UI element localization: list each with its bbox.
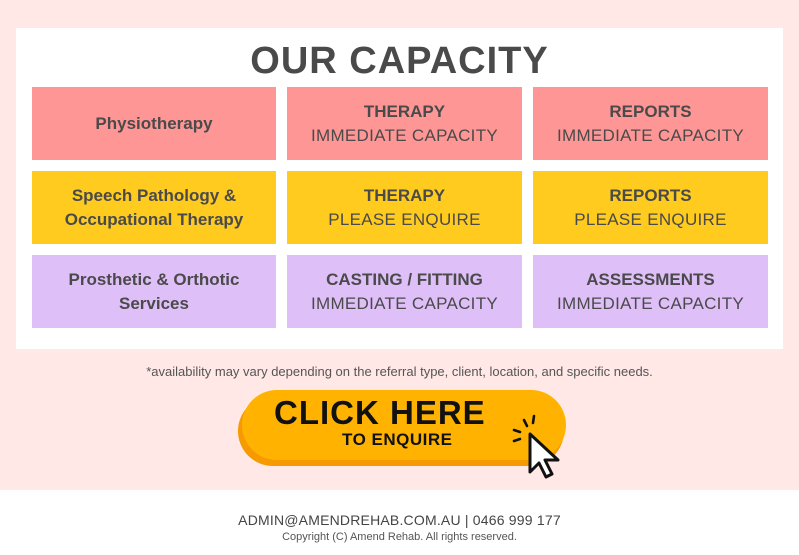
capacity-table: Physiotherapy THERAPY IMMEDIATE CAPACITY… bbox=[32, 87, 768, 328]
service-cell-speech-ot: Speech Pathology & Occupational Therapy bbox=[32, 171, 276, 244]
capacity-cell: ASSESSMENTS IMMEDIATE CAPACITY bbox=[533, 255, 768, 328]
service-name: Speech Pathology & Occupational Therapy bbox=[64, 185, 244, 229]
capacity-cell: REPORTS IMMEDIATE CAPACITY bbox=[533, 87, 768, 160]
footer-contact[interactable]: ADMIN@AMENDREHAB.COM.AU | 0466 999 177 bbox=[238, 512, 561, 528]
capacity-status: PLEASE ENQUIRE bbox=[574, 209, 727, 229]
capacity-status: IMMEDIATE CAPACITY bbox=[310, 293, 499, 313]
capacity-heading: THERAPY bbox=[363, 185, 446, 205]
capacity-status: IMMEDIATE CAPACITY bbox=[310, 125, 499, 145]
cursor-click-icon bbox=[512, 414, 560, 479]
button-pill[interactable] bbox=[242, 390, 566, 460]
service-name: Prosthetic & Orthotic Services bbox=[68, 269, 240, 313]
button-label-main[interactable]: CLICK HERE bbox=[274, 394, 486, 431]
page-title: OUR CAPACITY bbox=[250, 40, 549, 82]
service-name: Physiotherapy bbox=[95, 113, 213, 133]
capacity-heading: CASTING / FITTING bbox=[326, 269, 483, 289]
capacity-heading: REPORTS bbox=[609, 101, 692, 121]
capacity-status: IMMEDIATE CAPACITY bbox=[556, 293, 745, 313]
service-cell-prosthetic-orthotic: Prosthetic & Orthotic Services bbox=[32, 255, 276, 328]
capacity-cell: CASTING / FITTING IMMEDIATE CAPACITY bbox=[287, 255, 522, 328]
availability-note: *availability may vary depending on the … bbox=[146, 364, 653, 379]
capacity-cell: REPORTS PLEASE ENQUIRE bbox=[533, 171, 768, 244]
capacity-heading: REPORTS bbox=[609, 185, 692, 205]
capacity-cell: THERAPY PLEASE ENQUIRE bbox=[287, 171, 522, 244]
footer: ADMIN@AMENDREHAB.COM.AU | 0466 999 177 C… bbox=[0, 490, 799, 555]
button-label-sub[interactable]: TO ENQUIRE bbox=[342, 430, 453, 449]
capacity-cell: THERAPY IMMEDIATE CAPACITY bbox=[287, 87, 522, 160]
capacity-heading: THERAPY bbox=[363, 101, 446, 121]
capacity-status: IMMEDIATE CAPACITY bbox=[556, 125, 745, 145]
capacity-card: OUR CAPACITY Physiotherapy THERAPY IMMED… bbox=[16, 28, 783, 349]
capacity-status: PLEASE ENQUIRE bbox=[328, 209, 481, 229]
service-cell-physiotherapy: Physiotherapy bbox=[32, 87, 276, 160]
click-here-enquire-button[interactable]: CLICK HERE TO ENQUIRE bbox=[238, 390, 568, 479]
capacity-heading: ASSESSMENTS bbox=[586, 269, 715, 289]
footer-copyright: Copyright (C) Amend Rehab. All rights re… bbox=[282, 531, 517, 543]
